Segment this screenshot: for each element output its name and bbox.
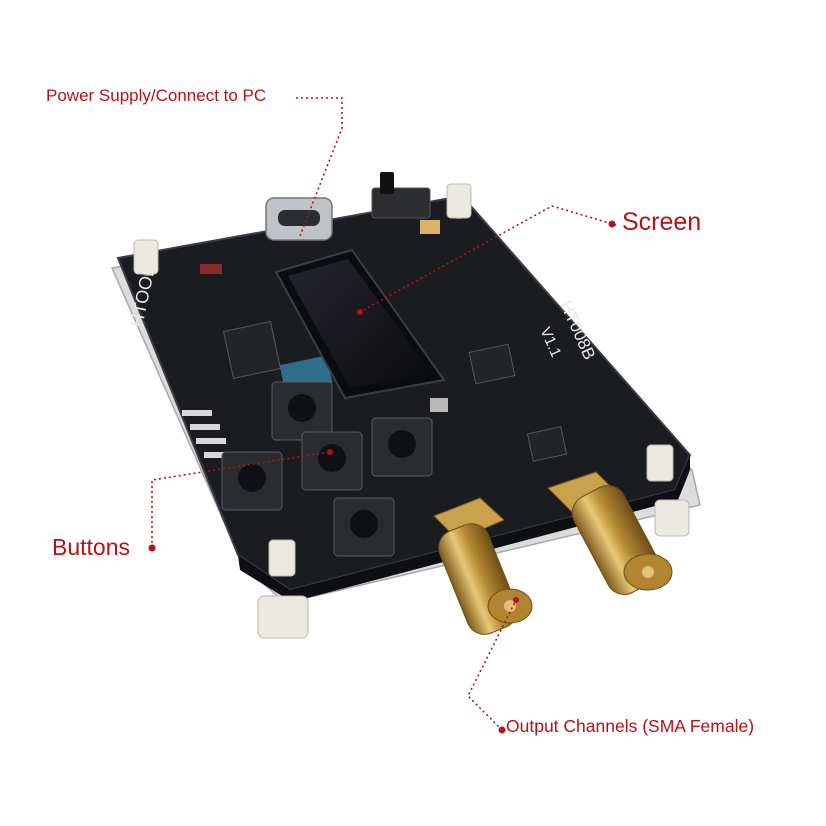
oled-screen [274,248,446,400]
sma-connector [547,471,673,595]
tactile-button [333,497,395,557]
callout-output-channels: Output Channels (SMA Female) [506,716,755,736]
screen-leader-line [359,205,617,313]
tactile-button [271,381,333,441]
power-leader-line [296,97,343,237]
nylon-standoffs [133,183,690,639]
power-switch [371,172,431,219]
callout-dots [148,220,616,734]
usb-c-port [265,197,333,241]
tactile-buttons [221,381,433,557]
callout-screen: Screen [622,208,702,236]
output-leader-line [467,599,517,731]
sma-connector [433,497,533,635]
tactile-button [371,417,433,477]
callout-power-supply: Power Supply/Connect to PC [46,86,267,105]
callout-buttons: Buttons [52,534,130,560]
callout-leader-lines [151,97,617,731]
smd-components [182,220,568,462]
tactile-button [301,431,363,491]
tactile-button [221,451,283,511]
